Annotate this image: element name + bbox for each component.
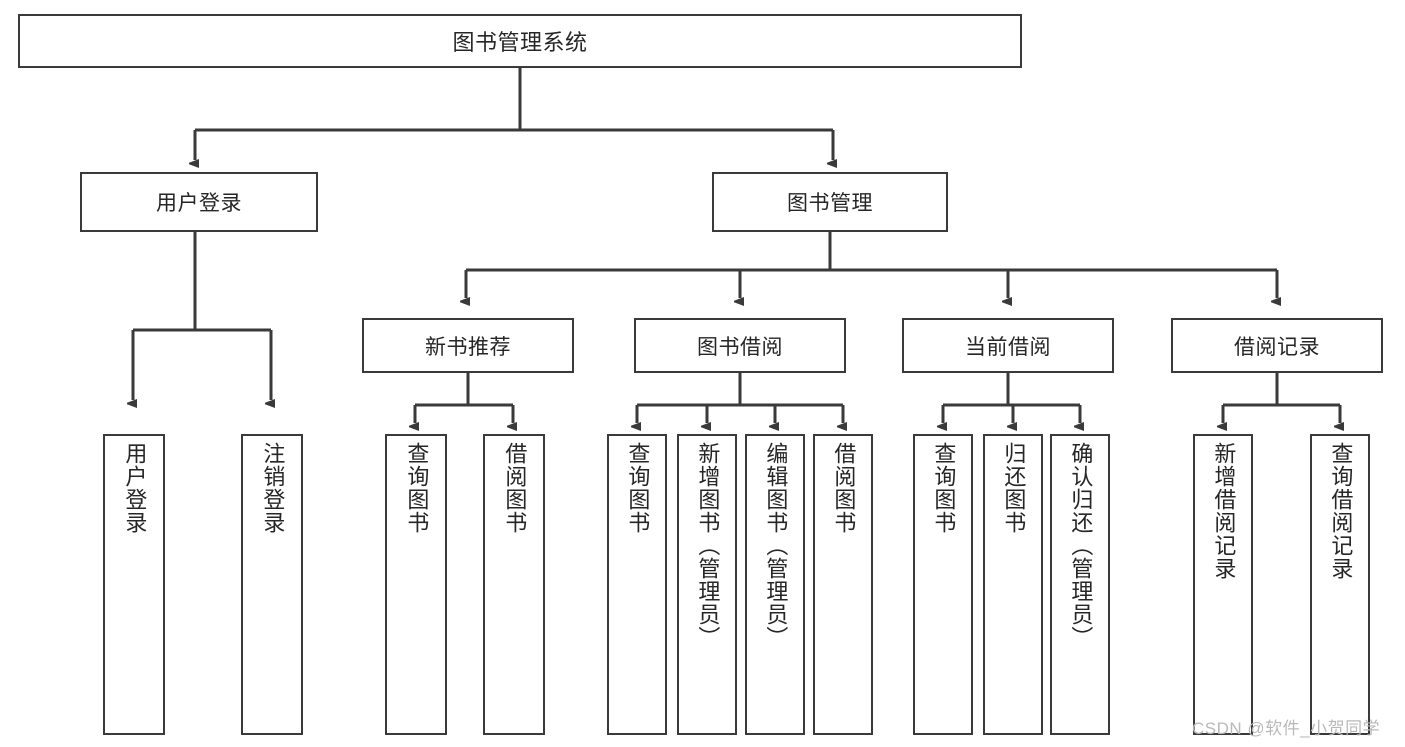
leaf-label: 用户登录: [122, 442, 148, 534]
leaf-borrow-edit-book-admin[interactable]: 编辑图书（管理员）: [745, 434, 805, 735]
leaf-label: 确认归还（管理员）: [1068, 442, 1094, 649]
node-book-borrow[interactable]: 图书借阅: [634, 318, 846, 373]
leaf-current-query-book[interactable]: 查询图书: [913, 434, 973, 735]
leaf-record-add-borrow-record[interactable]: 新增借阅记录: [1193, 434, 1253, 735]
leaf-label: 借阅图书: [831, 442, 857, 534]
csdn-watermark: CSDN @软件_小贺同学: [1192, 719, 1381, 738]
leaf-borrow-borrow-book[interactable]: 借阅图书: [813, 434, 873, 735]
leaf-label: 注销登录: [260, 442, 286, 534]
leaf-label: 归还图书: [1001, 442, 1027, 534]
node-user-login[interactable]: 用户登录: [80, 172, 318, 232]
node-root-system[interactable]: 图书管理系统: [18, 14, 1022, 68]
leaf-current-return-book[interactable]: 归还图书: [983, 434, 1043, 735]
leaf-label: 新增图书（管理员）: [695, 442, 721, 649]
leaf-recommend-borrow-book[interactable]: 借阅图书: [483, 434, 545, 735]
leaf-user-login[interactable]: 用户登录: [103, 434, 165, 735]
leaf-label: 查询图书: [625, 442, 651, 534]
node-borrow-record[interactable]: 借阅记录: [1171, 318, 1383, 373]
leaf-label: 查询借阅记录: [1328, 442, 1354, 580]
leaf-label: 新增借阅记录: [1211, 442, 1237, 580]
leaf-label: 借阅图书: [502, 442, 528, 534]
node-current-borrow[interactable]: 当前借阅: [902, 318, 1114, 373]
leaf-recommend-query-book[interactable]: 查询图书: [385, 434, 447, 735]
leaf-current-confirm-return-admin[interactable]: 确认归还（管理员）: [1050, 434, 1110, 735]
leaf-label: 编辑图书（管理员）: [763, 442, 789, 649]
leaf-label: 查询图书: [404, 442, 430, 534]
leaf-label: 查询图书: [931, 442, 957, 534]
leaf-record-query-borrow-record[interactable]: 查询借阅记录: [1310, 434, 1370, 735]
leaf-user-logout[interactable]: 注销登录: [241, 434, 303, 735]
node-new-book-recommend[interactable]: 新书推荐: [362, 318, 574, 373]
node-book-management[interactable]: 图书管理: [712, 172, 948, 232]
leaf-borrow-add-book-admin[interactable]: 新增图书（管理员）: [677, 434, 737, 735]
leaf-borrow-query-book[interactable]: 查询图书: [607, 434, 667, 735]
